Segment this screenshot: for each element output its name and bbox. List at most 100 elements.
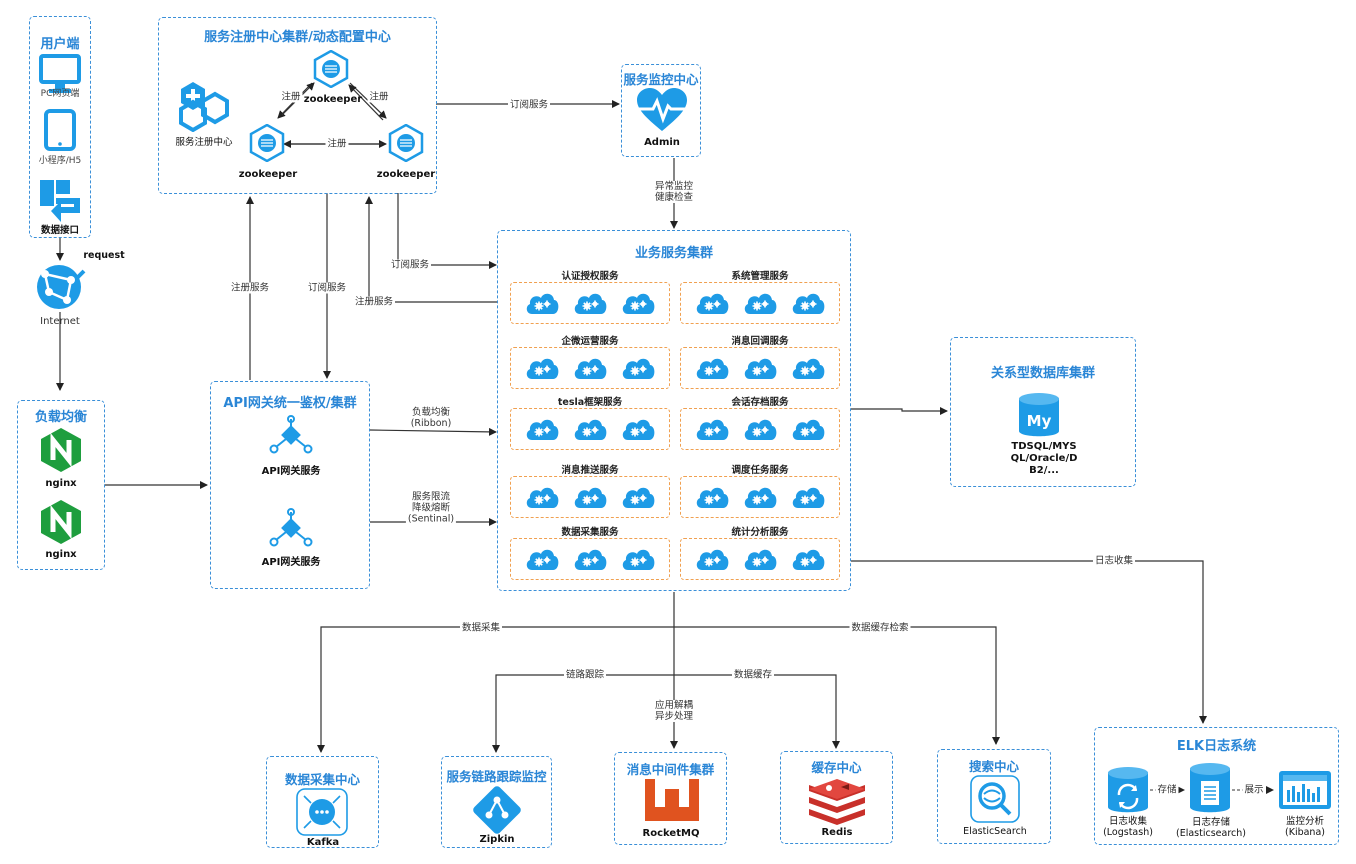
service-group xyxy=(510,282,670,324)
kafka-icon xyxy=(296,788,348,836)
edge-log-collect: 日志收集 xyxy=(1092,555,1136,567)
zookeeper-icon xyxy=(249,124,285,162)
cloud-service-icon xyxy=(790,355,826,385)
cloud-service-icon xyxy=(790,290,826,320)
edge-subscribe-top: 订阅服务 xyxy=(507,99,551,111)
mini-program-label: 小程序/H5 xyxy=(38,156,82,166)
cloud-service-icon xyxy=(742,546,778,576)
cloud-service-icon xyxy=(694,290,730,320)
rocketmq-label: RocketMQ xyxy=(642,828,700,839)
request-label: request xyxy=(83,250,125,261)
admin-label: Admin xyxy=(644,137,680,148)
cloud-service-icon xyxy=(524,355,560,385)
kibana-icon xyxy=(1279,771,1331,809)
service-group xyxy=(510,408,670,450)
elk-title: ELK日志系统 xyxy=(1176,739,1257,754)
trace-panel: 服务链路跟踪监控 Zipkin xyxy=(441,756,552,848)
api-gateway-icon xyxy=(269,508,313,547)
cloud-service-icon xyxy=(572,416,608,446)
api-gateway-icon xyxy=(269,415,313,454)
db-title: 关系型数据库集群 xyxy=(990,366,1095,381)
service-group xyxy=(510,476,670,518)
redis-label: Redis xyxy=(821,827,853,838)
edge-gw-subscribe: 订阅服务 xyxy=(305,282,349,294)
cloud-service-icon xyxy=(620,484,656,514)
cloud-service-icon xyxy=(524,290,560,320)
zookeeper-top-label: zookeeper xyxy=(303,94,363,105)
elasticsearch-label: ElasticSearch xyxy=(963,826,1027,837)
cloud-service-icon xyxy=(742,355,778,385)
logstash-icon xyxy=(1108,767,1148,813)
cloud-service-icon xyxy=(790,484,826,514)
service-group xyxy=(680,476,840,518)
cloud-service-icon xyxy=(694,416,730,446)
internet-icon xyxy=(37,265,86,309)
cloud-service-icon xyxy=(572,484,608,514)
zookeeper-icon xyxy=(313,50,349,88)
api-gateway-label-2: API网关服务 xyxy=(261,557,321,568)
cloud-service-icon xyxy=(620,290,656,320)
register-label-1: 注册 xyxy=(279,91,303,103)
cloud-service-icon xyxy=(742,416,778,446)
edge-ribbon: 负载均衡 (Ribbon) xyxy=(408,407,454,429)
mq-title: 消息中间件集群 xyxy=(626,762,715,777)
service-title: 数据采集服务 xyxy=(561,527,619,538)
nginx-label-2: nginx xyxy=(45,549,77,560)
tablet-icon xyxy=(44,109,76,151)
zipkin-icon xyxy=(473,786,521,834)
edge-data-collect: 数据采集 xyxy=(459,622,503,634)
mq-panel: 消息中间件集群 RocketMQ xyxy=(614,752,727,845)
cloud-service-icon xyxy=(790,416,826,446)
cloud-service-icon xyxy=(694,484,730,514)
registry-center-label: 服务注册中心 xyxy=(175,137,233,148)
service-title: 调度任务服务 xyxy=(731,465,789,476)
trace-title: 服务链路跟踪监控 xyxy=(446,769,547,784)
internet-label: Internet xyxy=(40,316,80,327)
client-title: 用户端 xyxy=(40,37,80,52)
cloud-service-icon xyxy=(524,416,560,446)
kibana-label: 监控分析 (Kibana) xyxy=(1285,816,1325,838)
rocketmq-icon xyxy=(645,779,699,821)
service-title: tesla框架服务 xyxy=(557,397,623,408)
cloud-service-icon xyxy=(572,355,608,385)
service-title: 消息回调服务 xyxy=(731,336,789,347)
service-title: 系统管理服务 xyxy=(731,271,789,282)
data-collect-panel: 数据采集中心 Kafka xyxy=(266,756,379,848)
cloud-service-icon xyxy=(524,484,560,514)
cloud-service-icon xyxy=(694,546,730,576)
data-api-label: 数据接口 xyxy=(40,225,80,236)
business-title: 业务服务集群 xyxy=(634,246,713,261)
zipkin-label: Zipkin xyxy=(479,834,515,845)
desktop-icon xyxy=(39,54,81,93)
service-group xyxy=(680,347,840,389)
service-group xyxy=(510,347,670,389)
edge-decouple: 应用解耦 异步处理 xyxy=(652,700,696,722)
cloud-service-icon xyxy=(694,355,730,385)
cloud-service-icon xyxy=(620,355,656,385)
cache-panel: 缓存中心 Redis xyxy=(780,751,893,844)
nginx-icon xyxy=(41,428,81,472)
cloud-service-icon xyxy=(742,484,778,514)
service-group xyxy=(680,408,840,450)
redis-icon xyxy=(809,779,865,825)
elk-panel: ELK日志系统 日志收集 (Logstash) 日志存储 (Elasticsea… xyxy=(1094,727,1339,845)
gateway-title: API网关统一鉴权/集群 xyxy=(223,396,357,411)
service-title: 会话存档服务 xyxy=(731,397,789,408)
db-name: TDSQL/MYSQL/Oracle/DB2/... xyxy=(1010,441,1078,476)
zookeeper-left-label: zookeeper xyxy=(238,169,298,180)
mysql-icon: My xyxy=(1019,393,1059,437)
nginx-label-1: nginx xyxy=(45,478,77,489)
edge-sentinel: 服务限流 降级熔断 (Sentinal) xyxy=(405,491,457,525)
edge-subscribe-mid: 订阅服务 xyxy=(388,259,432,271)
edge-gw-register: 注册服务 xyxy=(228,282,272,294)
registry-title: 服务注册中心集群/动态配置中心 xyxy=(204,30,391,45)
edge-store: 存储 xyxy=(1155,784,1179,796)
lb-title: 负载均衡 xyxy=(34,410,87,425)
nginx-icon xyxy=(41,500,81,544)
edge-data-cache: 数据缓存 xyxy=(731,669,775,681)
edge-register-mid: 注册服务 xyxy=(352,296,396,308)
cloud-service-icon xyxy=(742,290,778,320)
service-title: 消息推送服务 xyxy=(561,465,619,476)
edge-trace: 链路跟踪 xyxy=(563,669,607,681)
service-title: 企微运营服务 xyxy=(561,336,619,347)
